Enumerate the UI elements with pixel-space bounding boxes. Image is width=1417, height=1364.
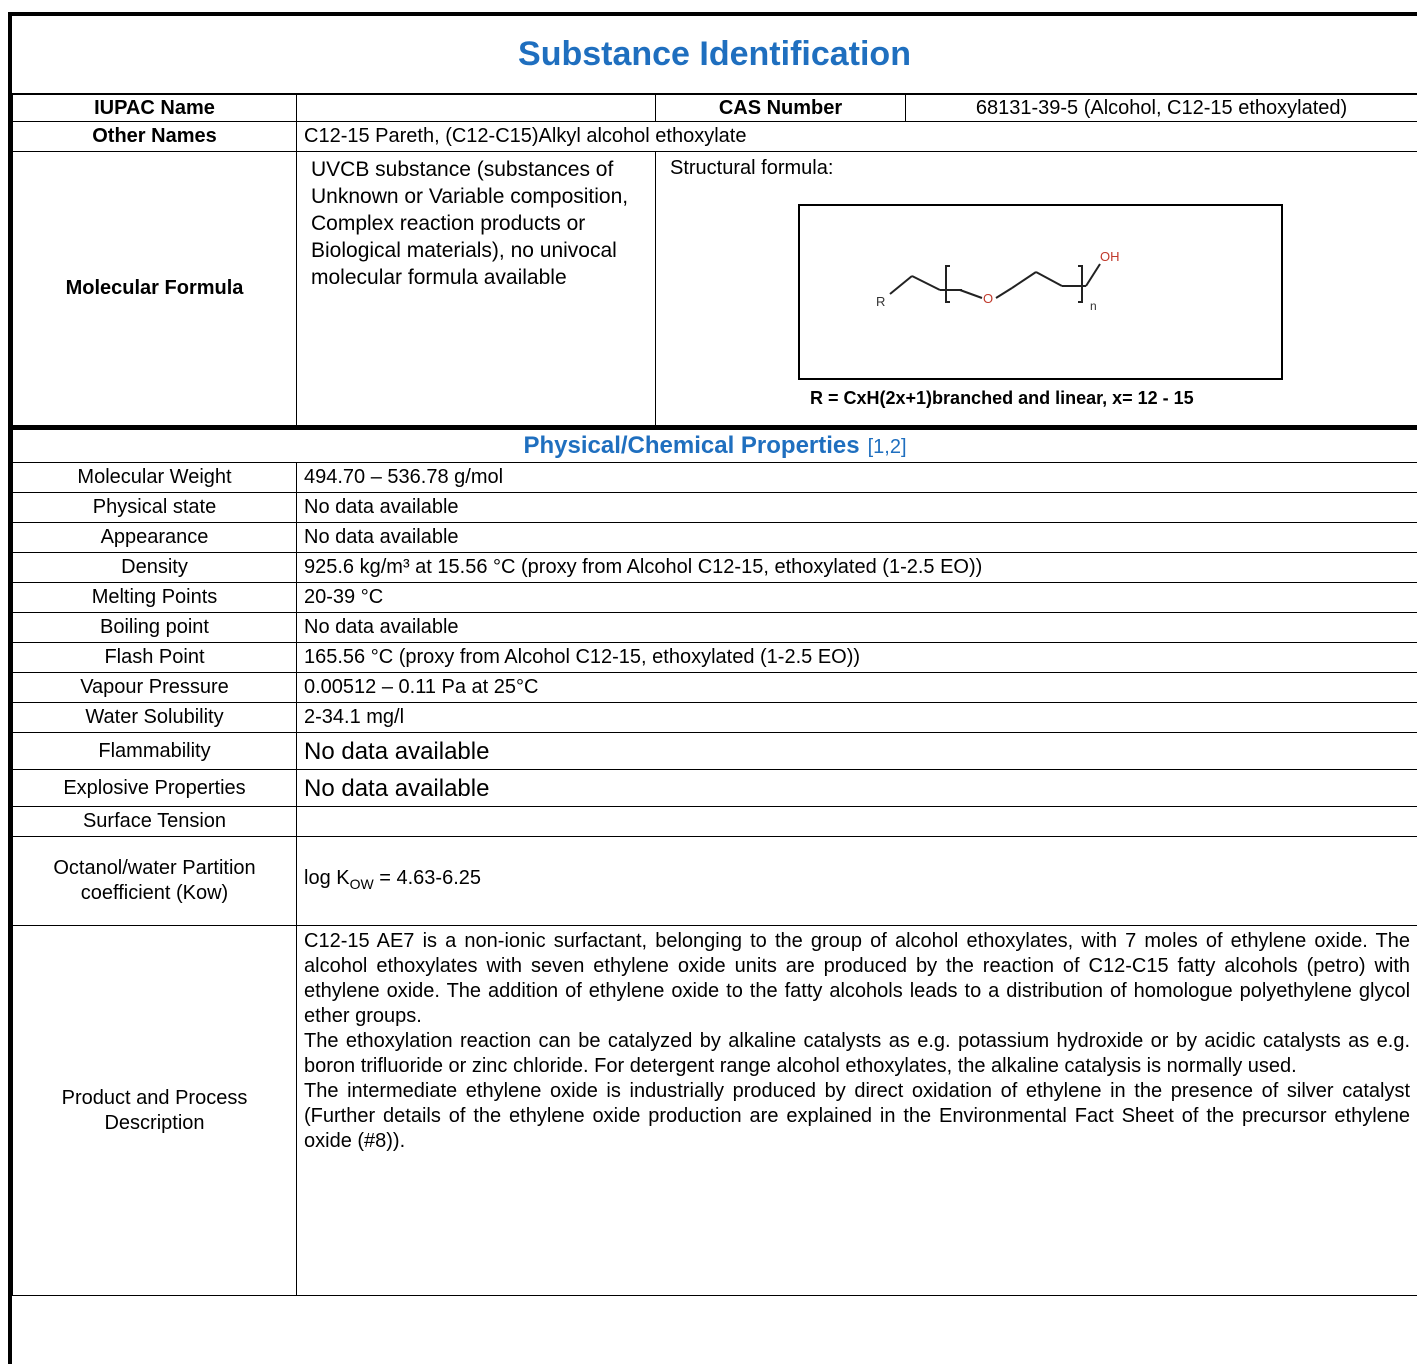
bracket-right (1078, 265, 1083, 303)
molecular-formula-text: UVCB substance (substances of Unknown or… (296, 151, 656, 429)
property-label: Flash Point (12, 642, 297, 673)
property-label: Explosive Properties (12, 769, 297, 807)
other-names-row: Other Names C12-15 Pareth, (C12-C15)Alky… (12, 121, 1417, 152)
property-row: Physical state No data available (12, 492, 1417, 523)
property-row: Appearance No data available (12, 522, 1417, 553)
identification-table: IUPAC Name CAS Number 68131-39-5 (Alcoho… (12, 94, 1417, 429)
bond-3 (1011, 271, 1037, 289)
structural-formula-cell: Structural formula: (655, 151, 1417, 429)
property-value: 2-34.1 mg/l (295, 702, 1417, 733)
property-value: No data available (295, 732, 1417, 770)
property-value: No data available (295, 612, 1417, 643)
molecular-formula-label: Molecular Formula (12, 151, 297, 429)
structure-caption: R = CxH(2x+1)branched and linear, x= 12 … (810, 388, 1194, 408)
structure-o: O (983, 291, 993, 306)
property-row: Boiling point No data available (12, 612, 1417, 643)
properties-header-row: Physical/Chemical Properties [1,2] (11, 429, 1417, 463)
property-value: No data available (295, 522, 1417, 553)
iupac-name-value (296, 94, 656, 122)
property-row: Vapour Pressure 0.00512 – 0.11 Pa at 25°… (12, 672, 1417, 703)
property-label: Flammability (12, 732, 297, 770)
bond-oh (1085, 263, 1101, 287)
properties-section-refs: [1,2] (867, 435, 907, 458)
property-value: 0.00512 – 0.11 Pa at 25°C (295, 672, 1417, 703)
property-value: 20-39 °C (295, 582, 1417, 613)
property-label: Water Solubility (12, 702, 297, 733)
cas-number-value: 68131-39-5 (Alcohol, C12-15 ethoxylated) (905, 94, 1417, 122)
property-label: Surface Tension (12, 806, 297, 837)
octanol-row: Octanol/water Partition coefficient (Kow… (12, 836, 1417, 926)
other-names-label: Other Names (12, 121, 297, 152)
property-value: 925.6 kg/m³ at 15.56 °C (proxy from Alco… (295, 552, 1417, 583)
property-value: 494.70 – 536.78 g/mol (295, 462, 1417, 493)
properties-section-title: Physical/Chemical Properties (523, 431, 860, 459)
octanol-label: Octanol/water Partition coefficient (Kow… (12, 836, 297, 926)
product-process-row: Product and Process Description C12-15 A… (12, 925, 1417, 1296)
other-names-value: C12-15 Pareth, (C12-C15)Alkyl alcohol et… (296, 121, 1417, 152)
property-label: Melting Points (12, 582, 297, 613)
substance-sheet: Substance Identification IUPAC Name CAS … (8, 12, 1417, 1364)
structure-r: R (876, 294, 885, 309)
property-row: Flash Point 165.56 °C (proxy from Alcoho… (12, 642, 1417, 673)
property-value (295, 806, 1417, 837)
property-label: Appearance (12, 522, 297, 553)
product-process-description: C12-15 AE7 is a non-ionic surfactant, be… (295, 925, 1417, 1296)
property-row: Flammability No data available (12, 732, 1417, 770)
property-value: No data available (295, 769, 1417, 807)
properties-section-header: Physical/Chemical Properties [1,2] (11, 429, 1417, 463)
structural-formula-label: Structural formula: (670, 157, 834, 179)
property-row: Molecular Weight 494.70 – 536.78 g/mol (12, 462, 1417, 493)
page-title: Substance Identification (12, 16, 1417, 94)
bracket-left (945, 265, 950, 303)
property-row: Melting Points 20-39 °C (12, 582, 1417, 613)
product-process-label: Product and Process Description (12, 925, 297, 1296)
structure-svg: R O OH n (876, 249, 1120, 313)
bond-1 (911, 275, 941, 291)
octanol-value-subscript: OW (349, 875, 374, 892)
property-label: Boiling point (12, 612, 297, 643)
bond-o-right (995, 287, 1013, 299)
description-paragraph: The ethoxylation reaction can be catalyz… (304, 1030, 1411, 1077)
structure-n: n (1090, 299, 1097, 313)
iupac-name-label: IUPAC Name (12, 94, 297, 122)
property-label: Density (12, 552, 297, 583)
octanol-value: log KOW = 4.63-6.25 (295, 836, 1417, 926)
description-paragraph: C12-15 AE7 is a non-ionic surfactant, be… (304, 930, 1411, 1027)
cas-number-label: CAS Number (655, 94, 906, 122)
bond-o-left (959, 289, 983, 299)
structure-diagram: R O OH n (798, 204, 1283, 380)
property-row: Density 925.6 kg/m³ at 15.56 °C (proxy f… (12, 552, 1417, 583)
property-row: Surface Tension (12, 806, 1417, 837)
property-label: Molecular Weight (12, 462, 297, 493)
molecular-formula-row: Molecular Formula UVCB substance (substa… (12, 151, 1417, 429)
property-row: Water Solubility 2-34.1 mg/l (12, 702, 1417, 733)
property-label: Physical state (12, 492, 297, 523)
structure-oh: OH (1100, 249, 1120, 264)
bond-r (889, 275, 913, 295)
bond-4 (1035, 271, 1063, 287)
properties-table: Physical/Chemical Properties [1,2] Molecu… (11, 429, 1417, 1296)
octanol-value-prefix: log K (304, 866, 350, 889)
property-value: No data available (295, 492, 1417, 523)
description-paragraph: The intermediate ethylene oxide is indus… (304, 1080, 1411, 1152)
property-label: Vapour Pressure (12, 672, 297, 703)
iupac-cas-row: IUPAC Name CAS Number 68131-39-5 (Alcoho… (12, 94, 1417, 122)
property-row: Explosive Properties No data available (12, 769, 1417, 807)
property-value: 165.56 °C (proxy from Alcohol C12-15, et… (295, 642, 1417, 673)
octanol-value-suffix: = 4.63-6.25 (373, 866, 482, 889)
